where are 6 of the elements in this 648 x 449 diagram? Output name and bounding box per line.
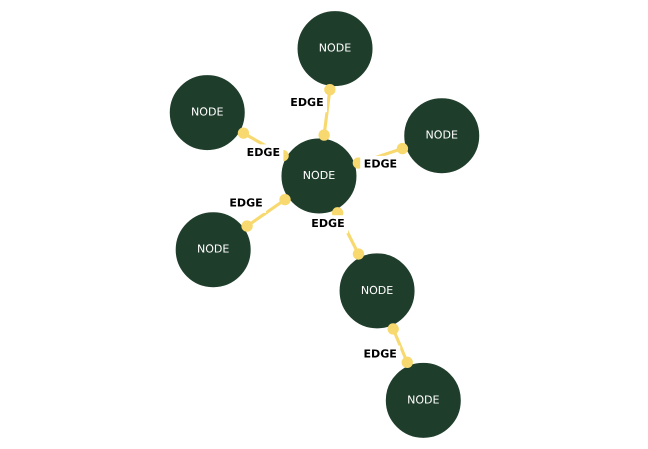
edge-label: EDGE bbox=[310, 216, 344, 230]
edge-label: EDGE bbox=[363, 157, 397, 170]
edge-label: EDGE bbox=[290, 96, 324, 109]
edge-label: EDGE bbox=[228, 196, 262, 210]
edge-label: EDGE bbox=[363, 347, 396, 360]
edge-label: EDGE bbox=[246, 146, 280, 159]
